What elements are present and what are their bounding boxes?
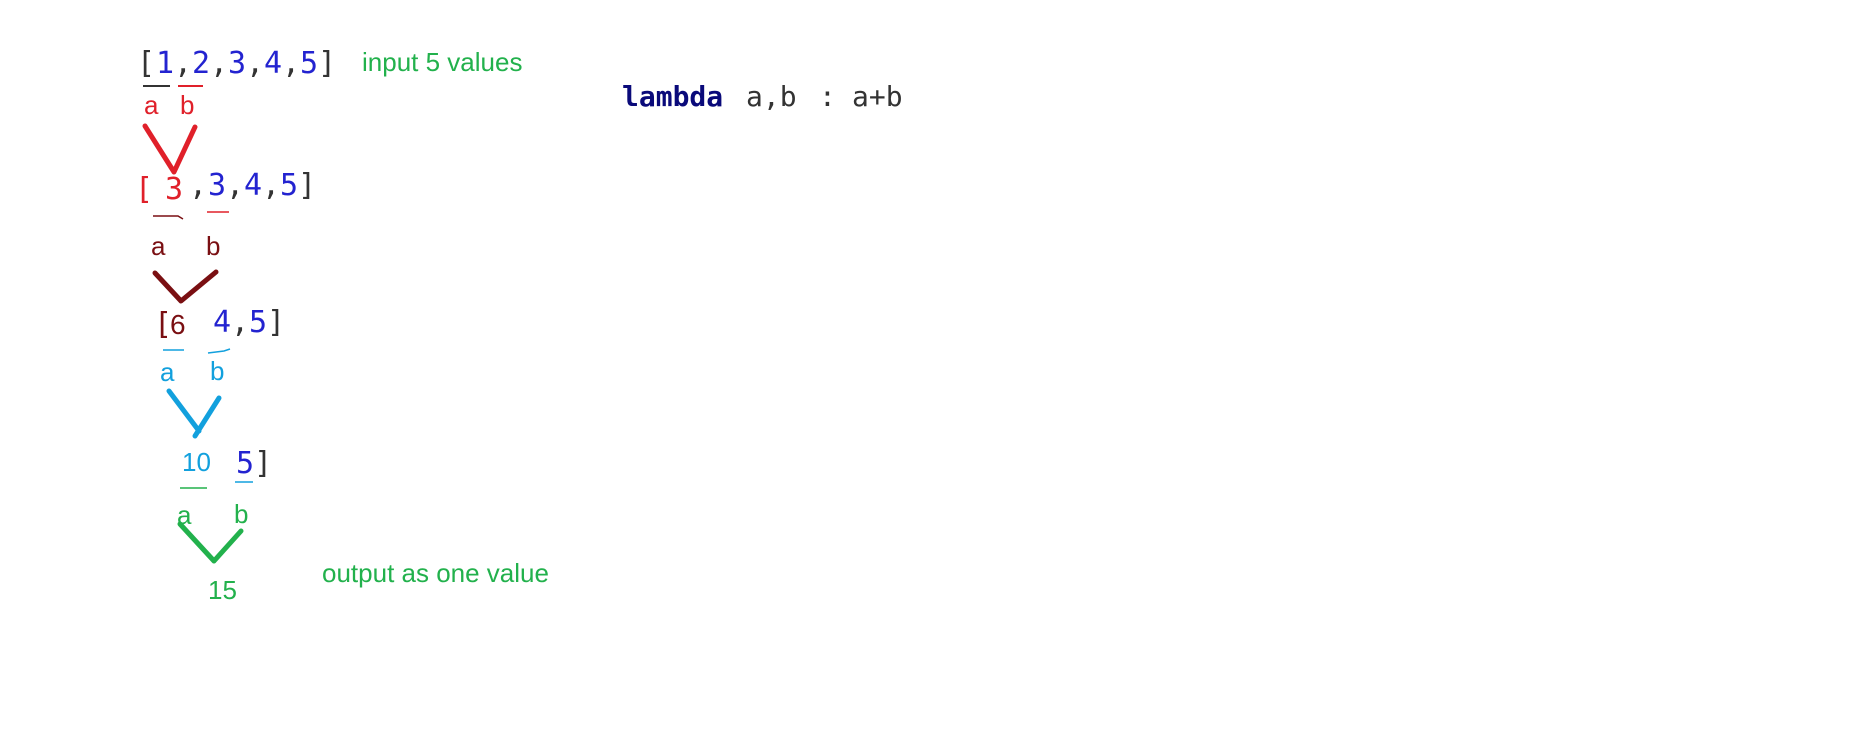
step1-open-bracket: [ [137,46,155,81]
result-value: 15 [208,575,237,605]
step2-comma-3: , [262,168,280,203]
step4-sum: 10 [182,447,211,477]
step2-value-3: 3 [208,168,226,203]
step3-sum: 6 [170,309,186,340]
step3-value-4: 4 [213,305,231,340]
step4-close-bracket: ] [254,446,272,481]
step3-label-a: a [160,357,175,387]
step1-value-5: 5 [300,46,318,81]
step3-close-bracket: ] [267,305,285,340]
step2-label-b: b [206,231,220,261]
step1-label-a: a [144,90,159,120]
step1-comma-2: , [210,46,228,81]
step2-value-5: 5 [280,168,298,203]
step1-close-bracket: ] [318,46,336,81]
step1-comma-4: , [282,46,300,81]
step3-comma: , [231,305,249,340]
step2-label-a: a [151,231,166,261]
step1-comma-3: , [246,46,264,81]
step2-open-bracket: [ [135,172,153,207]
step2-close-bracket: ] [298,168,316,203]
step4-reduce-arrow [177,521,244,564]
step3-reduce-arrow-left [166,388,202,434]
step1-value-3: 3 [228,46,246,81]
lambda-code: lambda a,b : a+b [622,80,903,113]
step4-value-5: 5 [236,446,254,481]
step4-list: 10 5 ] [182,446,272,481]
step2-list: [ 3 , 3 , 4 , 5 ] [135,168,316,207]
step2-comma-1: , [189,168,207,203]
step2-comma-2: , [226,168,244,203]
step3-reduce-arrow-right [192,395,222,439]
step2-sum: 3 [165,172,183,207]
step3-underline-b [207,348,231,354]
step1-reduce-arrow [142,123,198,175]
lambda-expression: a+b [852,80,903,113]
step1-list: [ 1 , 2 , 3 , 4 , 5 ] [137,46,336,81]
lambda-params: a,b [746,80,797,113]
step3-value-5: 5 [249,305,267,340]
input-note: input 5 values [362,47,522,77]
step1-comma-1: , [174,46,192,81]
step2-value-4: 4 [244,168,262,203]
lambda-keyword: lambda [622,80,723,113]
step1-value-1: 1 [156,46,174,81]
step3-list: [ 6 4 , 5 ] [154,305,285,342]
step1-value-4: 4 [264,46,282,81]
step2-reduce-arrow [152,269,219,304]
step1-label-b: b [180,90,194,120]
step1-value-2: 2 [192,46,210,81]
step2-underline-a [153,215,184,220]
lambda-colon: : [819,80,836,113]
step4-label-b: b [234,499,248,529]
step3-open-bracket: [ [154,307,172,342]
step3-label-b: b [210,356,224,386]
output-note: output as one value [322,558,549,588]
